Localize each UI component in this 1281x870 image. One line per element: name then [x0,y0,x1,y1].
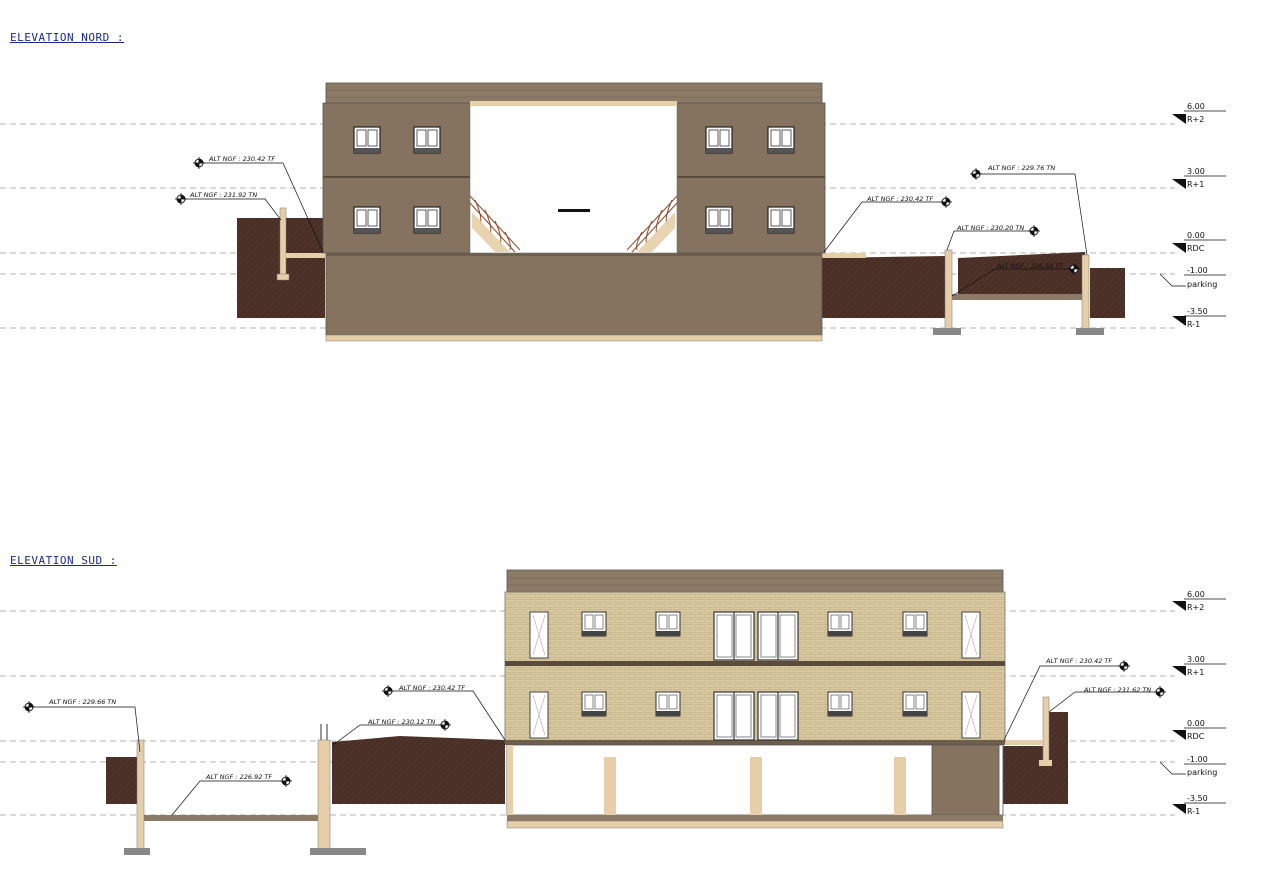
level-name: R-1 [1187,320,1200,329]
ngf-annotation: ALT NGF : 229.66 TN [48,698,116,706]
window-sud [961,611,981,659]
roof-nord [325,82,823,104]
elevation-sud-title: ELEVATION SUD : [10,554,117,567]
window-sud [581,611,607,637]
door-sud [757,611,799,661]
ground-left-sud [106,757,139,804]
window-sud [961,691,981,739]
ngf-annotation: ALT NGF : 231.62 TN [1083,686,1151,694]
level-name: RDC [1187,732,1205,741]
window-nord [767,126,795,154]
level-lines-nord [0,123,1175,329]
level-value: 0.00 [1187,231,1205,240]
window-sud [655,611,681,637]
level-name: R+2 [1187,603,1204,612]
level-value: -3.50 [1187,307,1208,316]
ground-right-sud [1003,746,1068,804]
ngf-annotation: ALT NGF : 226.92 TF [205,773,272,781]
ngf-annotation: ALT NGF : 226.50 TF [996,262,1063,270]
level-name: R+1 [1187,668,1204,677]
ngf-annotation: ALT NGF : 229.76 TN [987,164,1055,172]
window-nord [767,206,795,234]
level-name: R-1 [1187,807,1200,816]
door-sud [713,691,755,741]
courtyard-nord [469,102,678,254]
level-markers-nord: 6.00 R+2 3.00 R+1 0.00 RDC -1.00 parking… [1159,102,1226,329]
level-name: parking [1187,280,1217,289]
ground-right-nord [822,256,945,318]
window-sud [529,691,549,739]
level-name: RDC [1187,244,1205,253]
level-value: -3.50 [1187,794,1208,803]
roof-sud [506,569,1004,593]
ngf-annotation: ALT NGF : 230.42 TF [866,195,933,203]
level-value: 3.00 [1187,167,1205,176]
window-sud [827,691,853,717]
elevation-nord: ALT NGF : 230.42 TF ALT NGF : 231.92 TN … [0,82,1226,342]
ngf-annotation: ALT NGF : 230.42 TF [398,684,465,692]
level-value: 3.00 [1187,655,1205,664]
ngf-annotation: ALT NGF : 230.42 TF [1045,657,1112,665]
level-value: 6.00 [1187,590,1205,599]
door-sud [757,691,799,741]
facade-sud [504,591,1006,743]
window-nord [413,126,441,154]
ngf-annotation: ALT NGF : 230.42 TF [208,155,275,163]
elevation-nord-title: ELEVATION NORD : [10,31,124,44]
level-value: 0.00 [1187,719,1205,728]
window-nord [705,206,733,234]
level-value: -1.00 [1187,266,1208,275]
ngf-annotation: ALT NGF : 230.20 TN [956,224,1024,232]
elevation-sud: ALT NGF : 229.66 TN ALT NGF : 230.42 TF … [0,569,1226,855]
level-value: -1.00 [1187,755,1208,764]
window-sud [827,611,853,637]
window-nord [353,206,381,234]
staircase-left [469,195,521,253]
level-value: 6.00 [1187,102,1205,111]
ngf-annotation: ALT NGF : 231.92 TN [189,191,257,199]
door-sud [713,611,755,661]
staircase-right [626,195,678,253]
window-sud [655,691,681,717]
level-name: parking [1187,768,1217,777]
window-nord [353,126,381,154]
window-sud [581,691,607,717]
level-name: R+1 [1187,180,1204,189]
window-sud [902,611,928,637]
building-base-nord [325,254,823,336]
level-markers-sud: 6.00 R+2 3.00 R+1 0.00 RDC -1.00 parking… [1159,590,1226,816]
window-nord [413,206,441,234]
level-name: R+2 [1187,115,1204,124]
window-nord [705,126,733,154]
ngf-annotation: ALT NGF : 230.12 TN [367,718,435,726]
window-sud [529,611,549,659]
window-sud [902,691,928,717]
